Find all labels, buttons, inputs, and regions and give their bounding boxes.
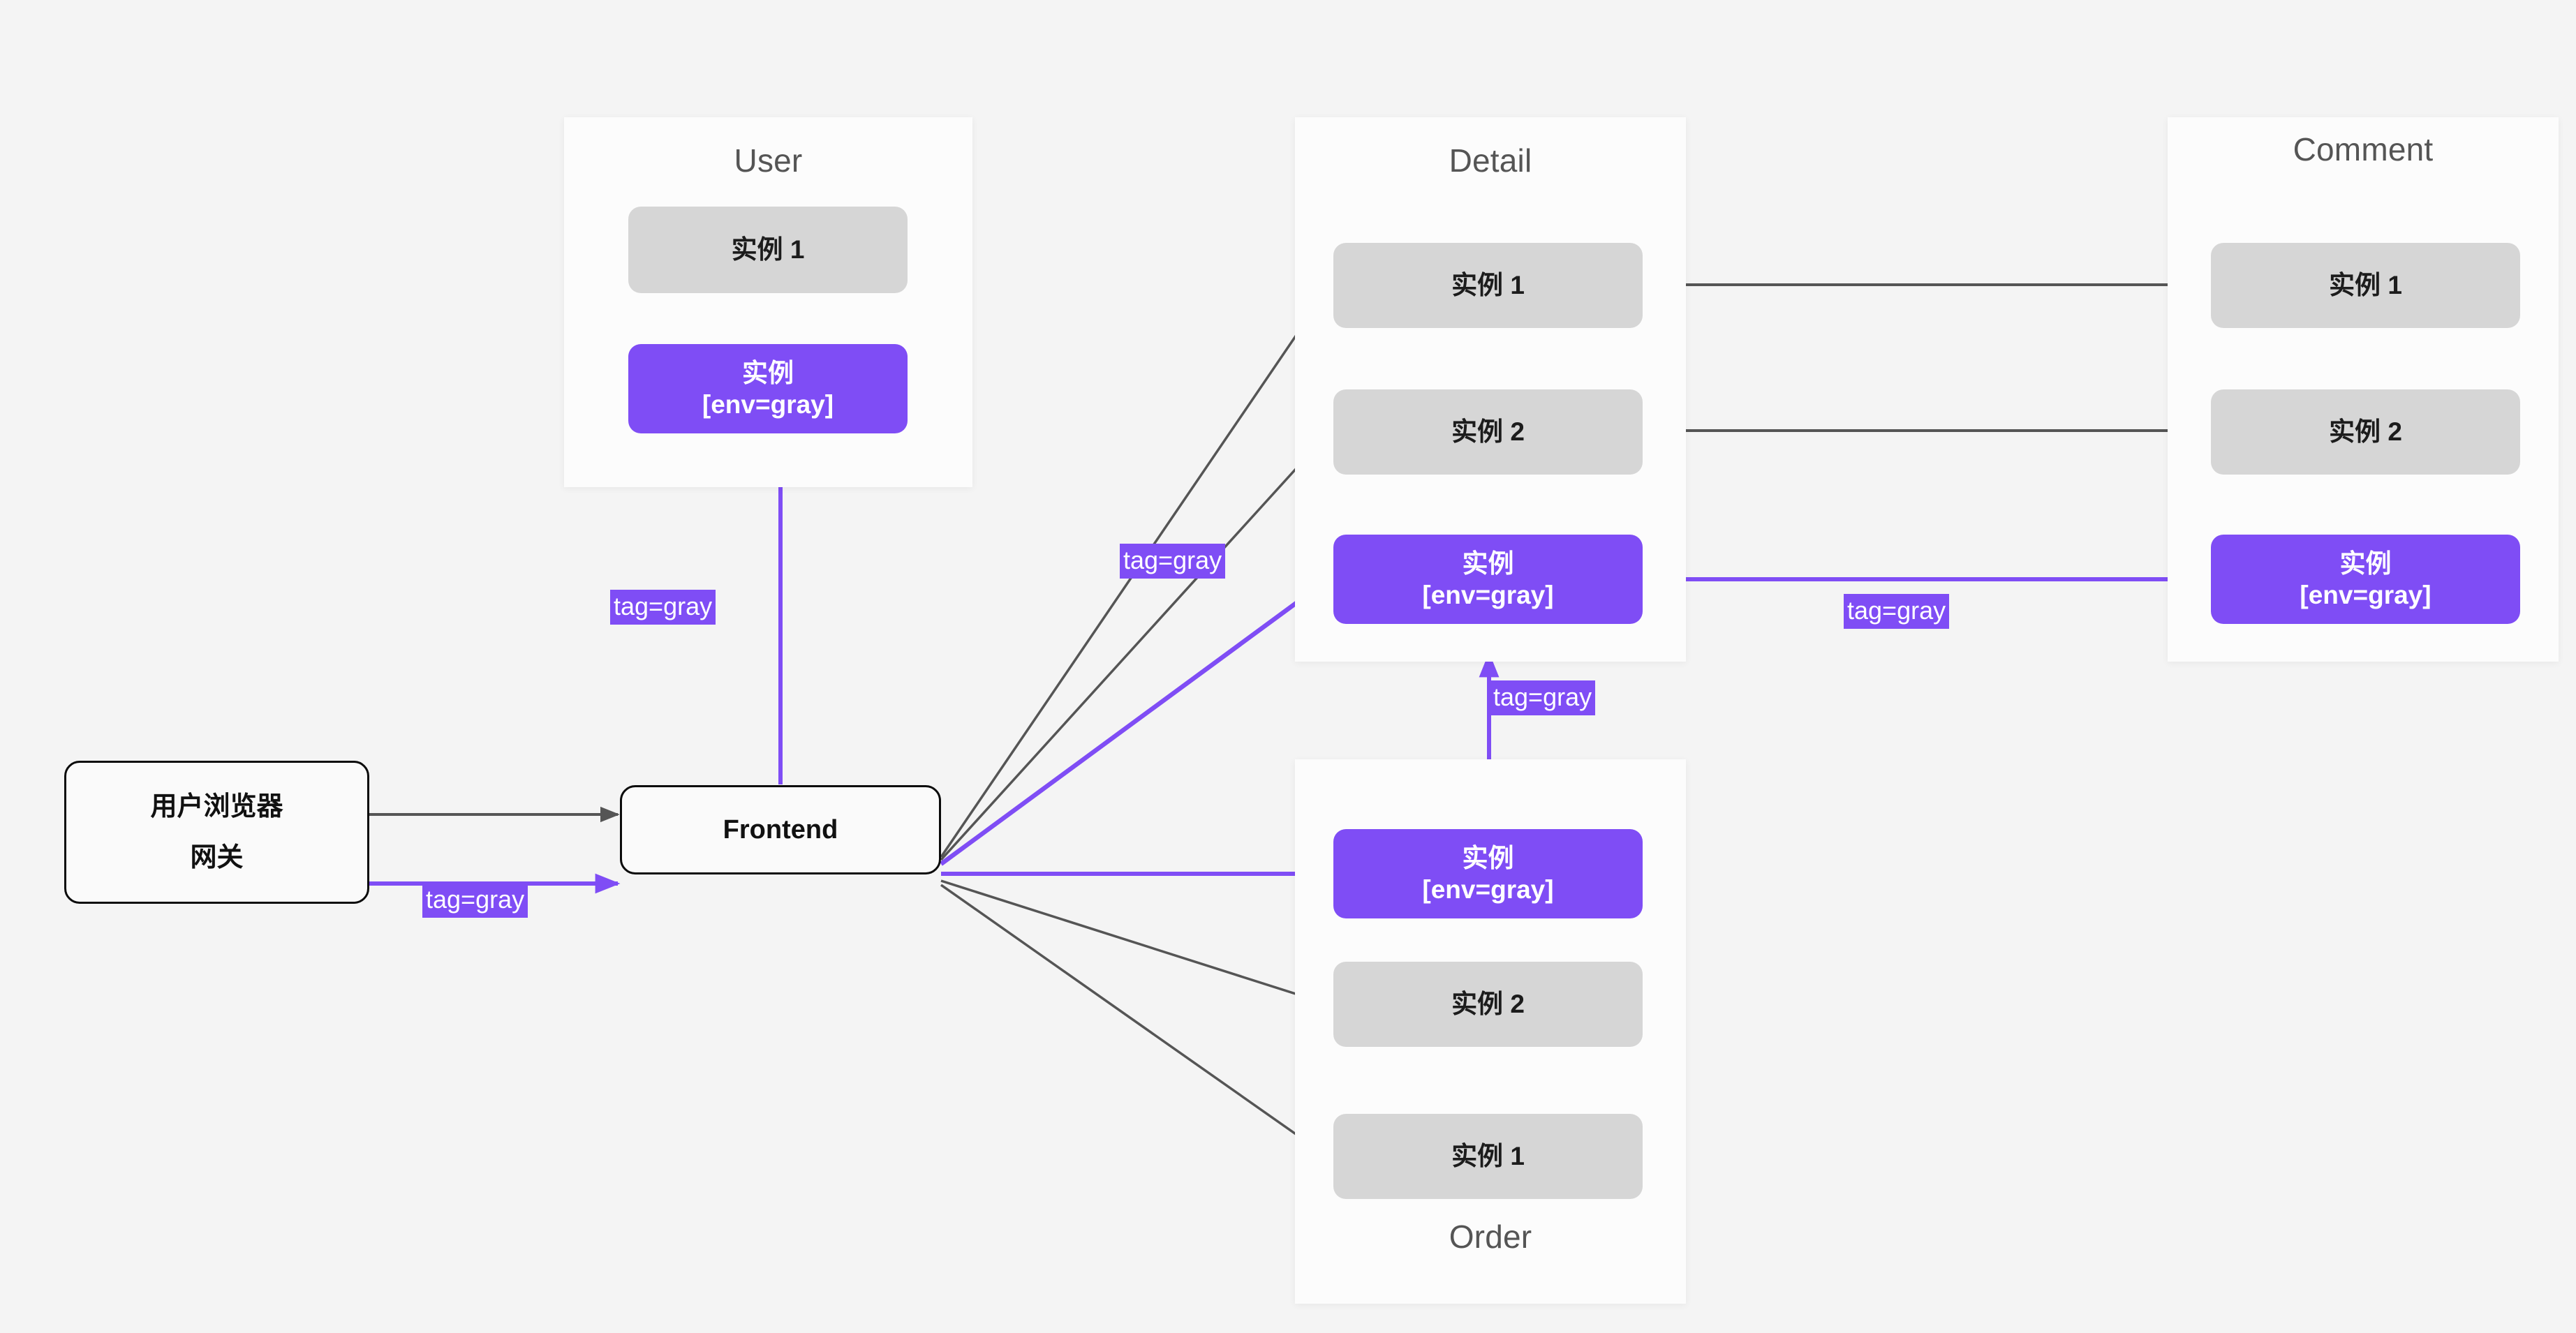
instance-comment-inst-gray[interactable]: 实例 [env=gray] (2211, 535, 2520, 624)
edge-frontend-to-detail-inst-2 (940, 429, 1332, 861)
instance-detail-inst-1[interactable]: 实例 1 (1333, 243, 1643, 328)
group-detail[interactable]: Detail 实例 1 实例 2 实例 [env=gray] (1295, 117, 1686, 662)
edge-frontend-to-detail-gray (940, 577, 1331, 866)
group-detail-title: Detail (1449, 142, 1532, 179)
group-order-title: Order (1449, 1219, 1532, 1255)
group-order[interactable]: 实例 [env=gray] 实例 2 实例 1 Order (1295, 759, 1686, 1304)
node-browser-gateway[interactable]: 用户浏览器 网关 (64, 761, 369, 904)
instance-order-inst-gray[interactable]: 实例 [env=gray] (1333, 829, 1643, 918)
node-frontend[interactable]: Frontend (620, 785, 941, 874)
instance-comment-inst-2[interactable]: 实例 2 (2211, 389, 2520, 475)
instance-order-inst-2[interactable]: 实例 2 (1333, 962, 1643, 1047)
edge-label-detail-comment: tag=gray (1844, 594, 1950, 629)
group-comment[interactable]: Comment 实例 1 实例 2 实例 [env=gray] (2168, 117, 2559, 662)
group-comment-title: Comment (2293, 131, 2434, 167)
instance-user-inst-1[interactable]: 实例 1 (628, 207, 908, 293)
instance-order-inst-1[interactable]: 实例 1 (1333, 1114, 1643, 1199)
node-browser-gateway-line2: 网关 (190, 842, 244, 872)
edge-label-frontend-user: tag=gray (610, 590, 716, 625)
group-user[interactable]: User 实例 1 实例 [env=gray] (564, 117, 972, 487)
node-browser-gateway-line1: 用户浏览器 (150, 792, 283, 822)
node-frontend-label: Frontend (723, 814, 838, 844)
edge-label-gateway-frontend: tag=gray (422, 883, 528, 918)
instance-user-inst-gray[interactable]: 实例 [env=gray] (628, 344, 908, 433)
edge-frontend-to-order-inst-1 (940, 884, 1333, 1160)
instance-detail-inst-gray[interactable]: 实例 [env=gray] (1333, 535, 1643, 624)
edge-label-frontend-detail: tag=gray (1120, 544, 1226, 579)
edge-frontend-to-order-inst-2 (940, 879, 1333, 1007)
instance-comment-inst-1[interactable]: 实例 1 (2211, 243, 2520, 328)
edge-label-order-detail: tag=gray (1490, 680, 1596, 715)
group-user-title: User (734, 142, 803, 179)
instance-detail-inst-2[interactable]: 实例 2 (1333, 389, 1643, 475)
